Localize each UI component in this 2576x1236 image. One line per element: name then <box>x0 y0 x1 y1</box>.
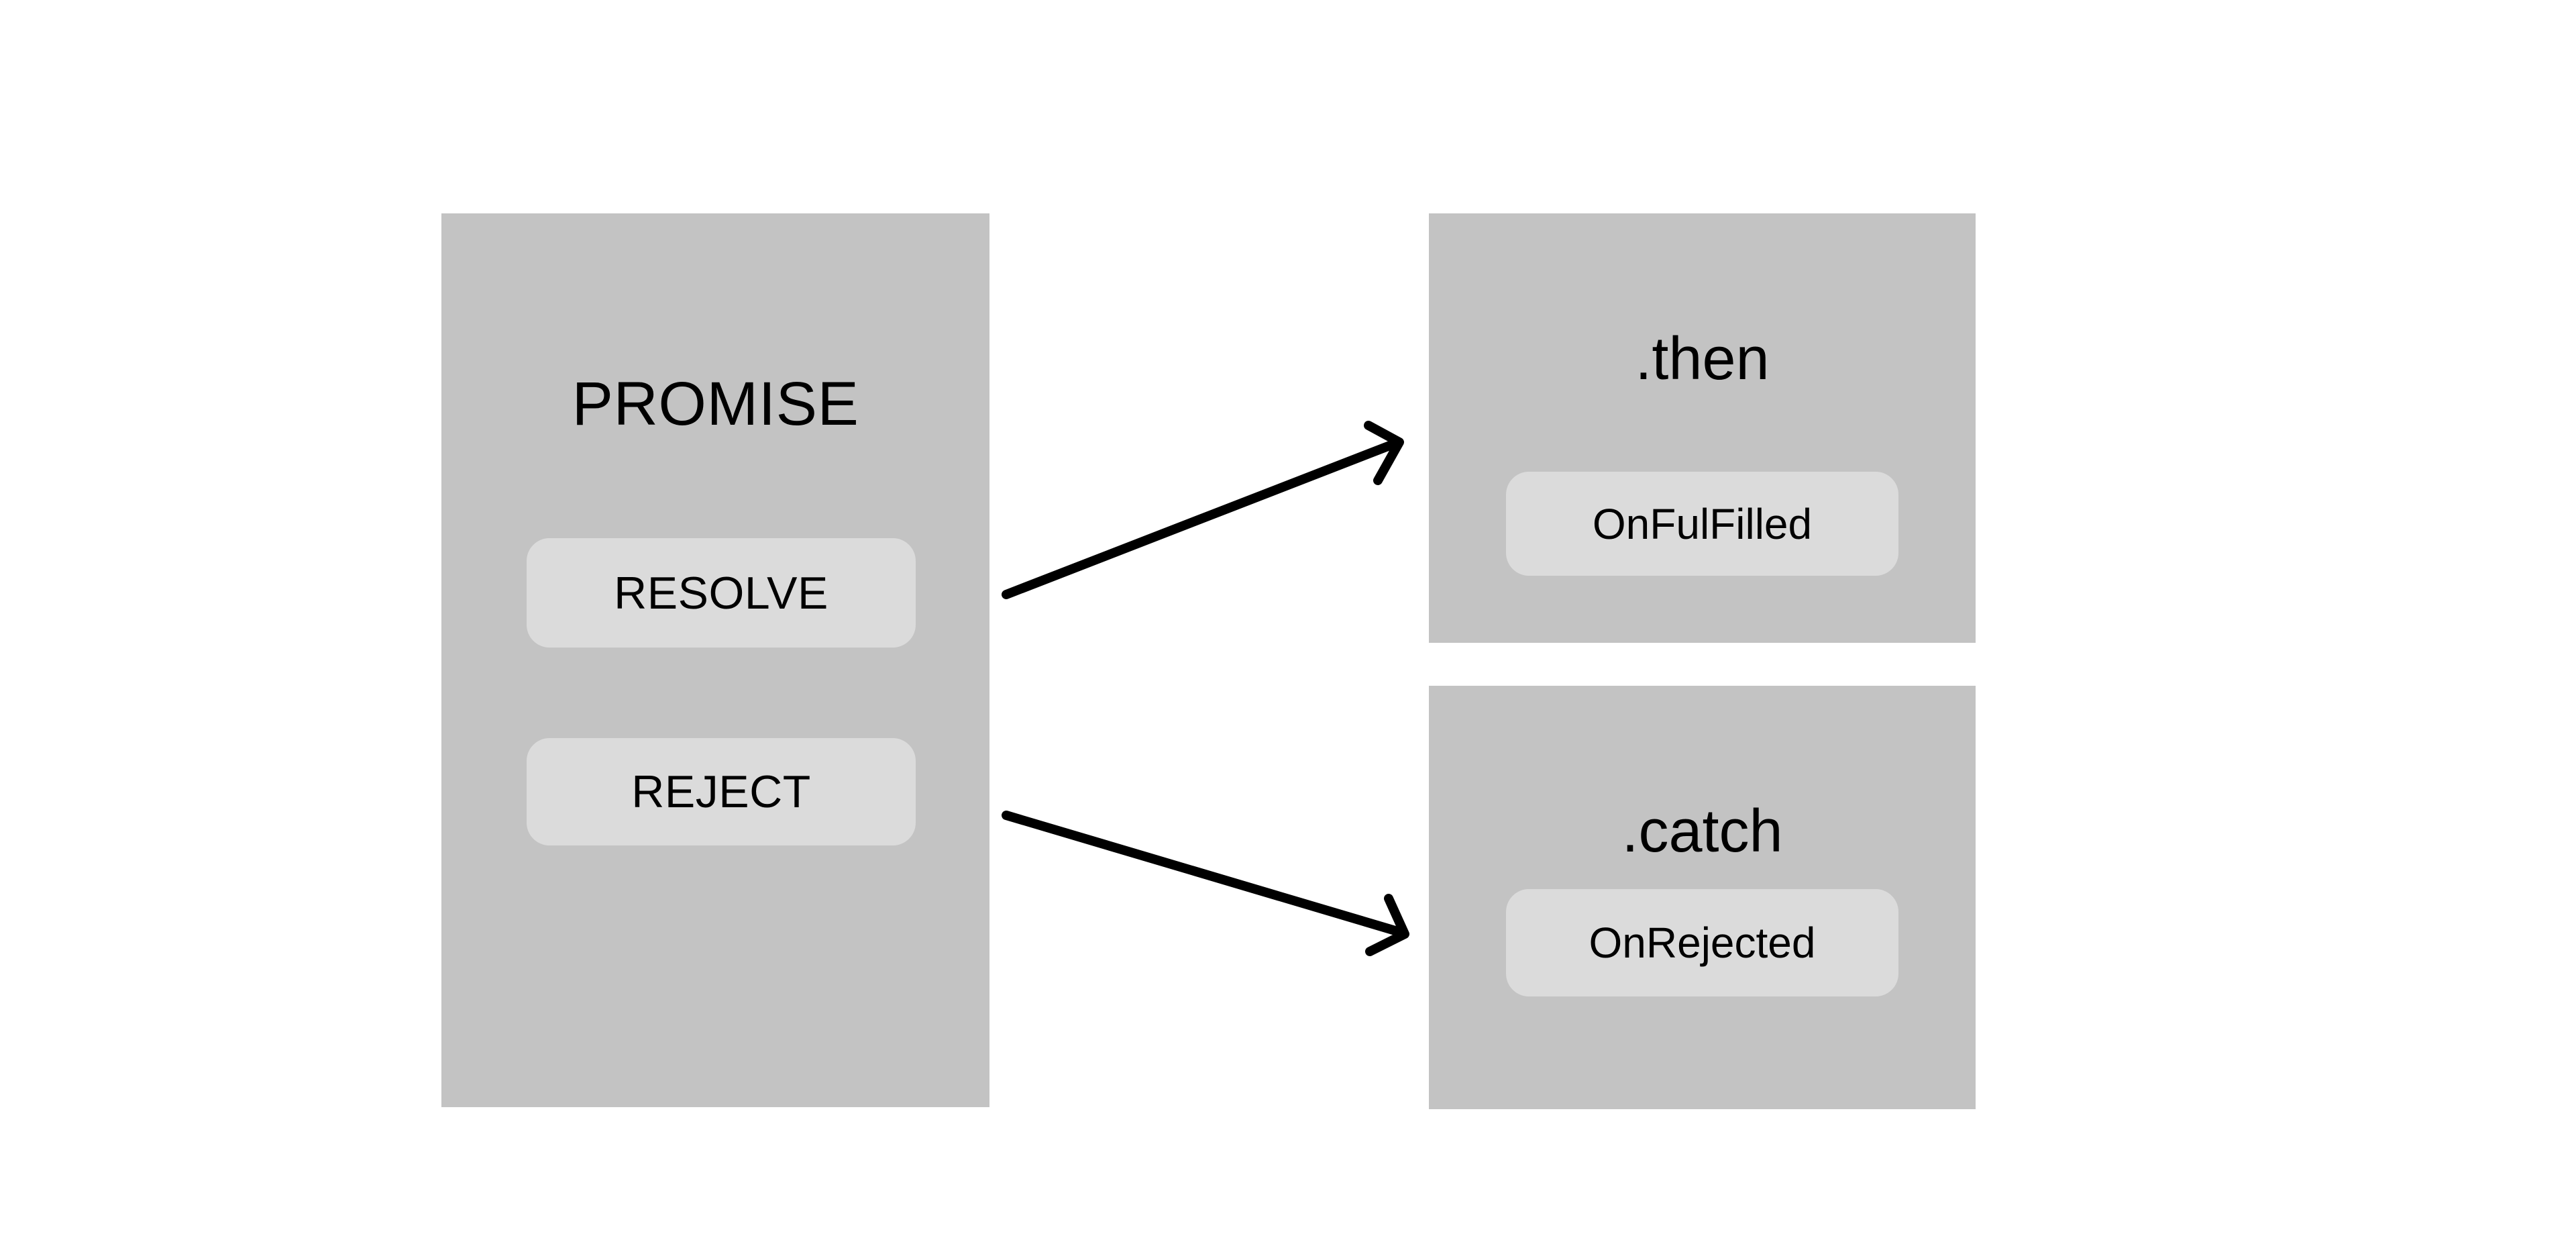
reject-state-pill[interactable]: REJECT <box>527 738 916 845</box>
arrow-reject-to-catch <box>1002 811 1409 956</box>
onrejected-callback-pill[interactable]: OnRejected <box>1506 889 1898 996</box>
arrow-reject-to-catch-head-icon <box>1365 894 1409 956</box>
then-panel: .then OnFulFilled <box>1429 213 1976 643</box>
resolve-state-pill[interactable]: RESOLVE <box>527 538 916 648</box>
arrow-reject-to-catch-shaft <box>1002 811 1407 937</box>
catch-panel-title: .catch <box>1621 798 1783 865</box>
catch-panel: .catch OnRejected <box>1429 686 1976 1109</box>
onfulfilled-callback-pill[interactable]: OnFulFilled <box>1506 472 1898 576</box>
arrow-resolve-to-then <box>1002 421 1404 599</box>
promise-panel: PROMISE RESOLVE REJECT <box>441 213 989 1107</box>
promise-panel-title: PROMISE <box>572 370 859 438</box>
arrow-resolve-to-then-head-icon <box>1364 421 1404 485</box>
then-panel-title: .then <box>1635 325 1770 393</box>
arrow-resolve-to-then-shaft <box>1002 438 1401 599</box>
